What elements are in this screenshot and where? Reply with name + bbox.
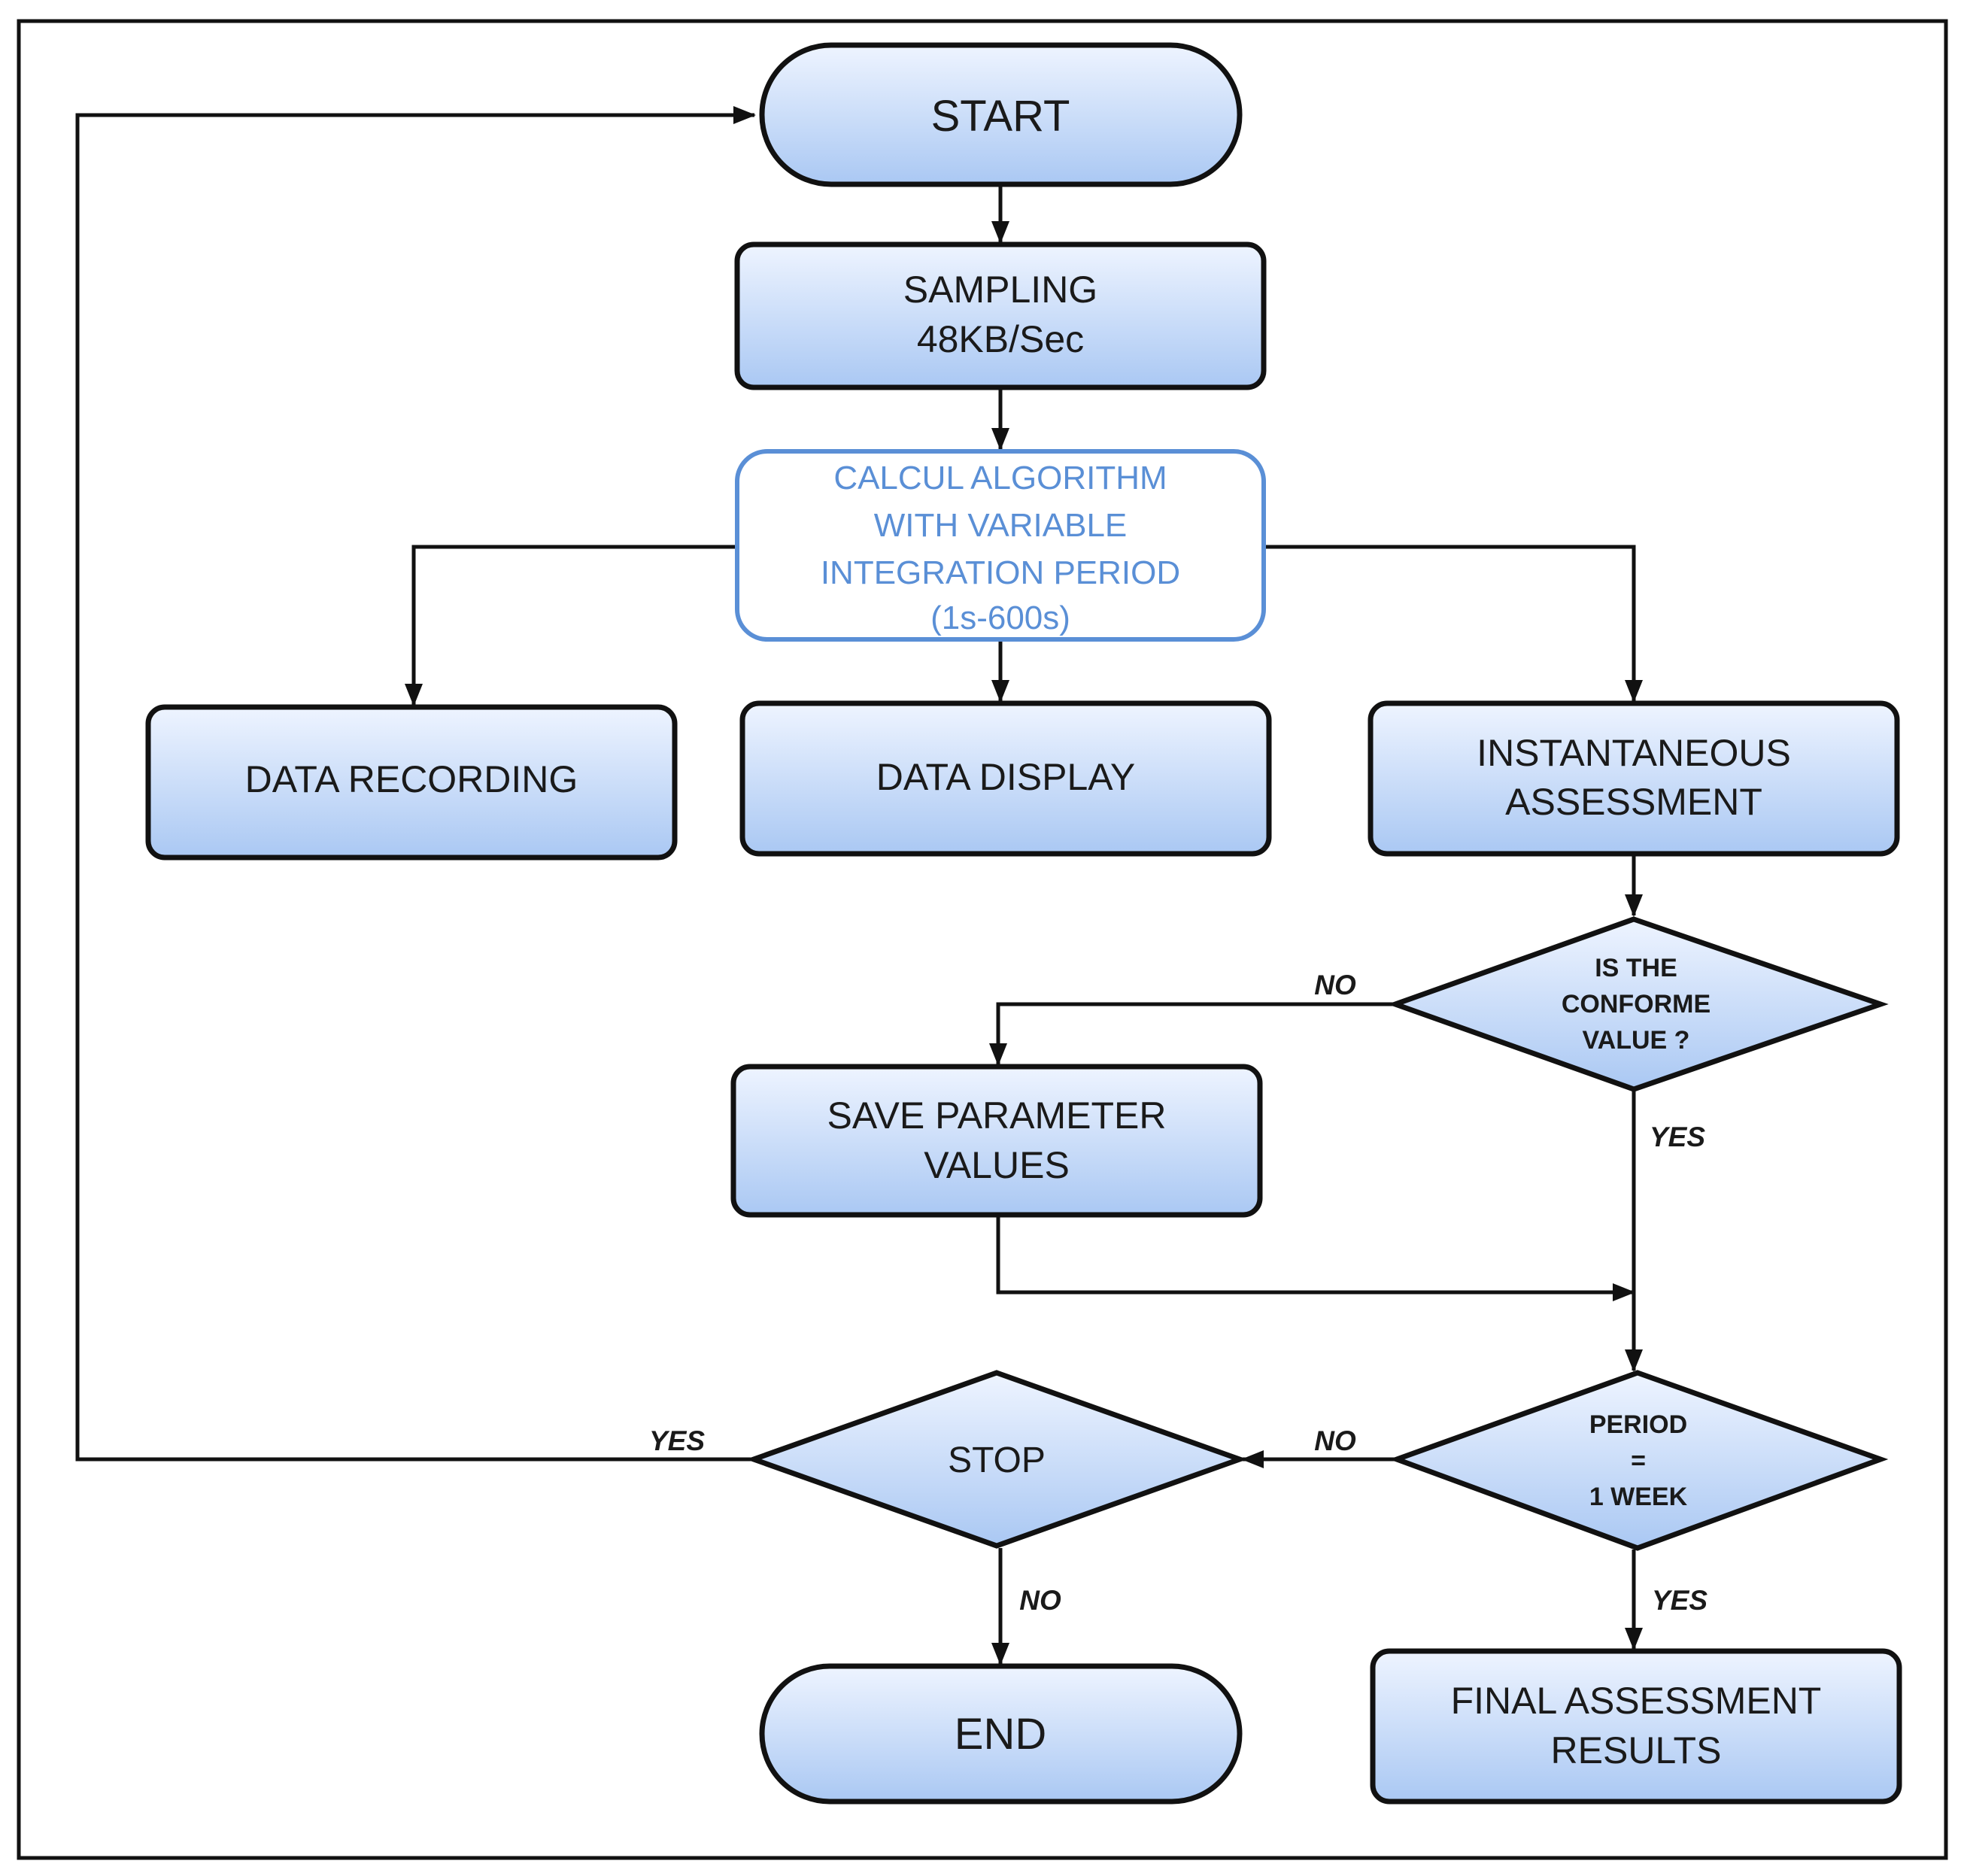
conforme-line-2: CONFORME [1562,990,1711,1018]
calcul-algorithm-node: CALCUL ALGORITHM WITH VARIABLE INTEGRATI… [735,449,1266,642]
final-line-1: FINAL ASSESSMENT [1451,1680,1822,1722]
period-line-3: 1 WEEK [1589,1483,1688,1511]
end-node: END [759,1663,1243,1805]
calcul-line-2: WITH VARIABLE [874,507,1128,544]
data-display-label: DATA DISPLAY [876,756,1136,798]
conforme-yes-label: YES [1650,1122,1705,1152]
conforme-no-label: NO [1314,970,1356,1000]
conforme-line-1: IS THE [1595,954,1677,982]
period-line-1: PERIOD [1589,1410,1687,1439]
sampling-node: SAMPLING 48KB/Sec [734,241,1267,390]
conforme-decision-node: IS THE CONFORME VALUE ? [1387,916,1889,1092]
connector-calcul-instantaneous [1264,545,1643,703]
data-display-node: DATA DISPLAY [739,700,1272,857]
connector-stop-start-loop [75,106,756,1462]
start-node: START [759,42,1243,187]
sampling-rate-label: 48KB/Sec [917,318,1084,360]
data-recording-node: DATA RECORDING [145,704,678,861]
stop-decision-node: STOP [745,1370,1248,1549]
start-label: START [931,92,1070,141]
save-parameter-line-2: VALUES [924,1144,1070,1186]
period-decision-node: PERIOD = 1 WEEK [1389,1370,1889,1551]
period-yes-label: YES [1652,1585,1707,1616]
stop-no-label: NO [1019,1585,1061,1616]
sampling-label: SAMPLING [903,269,1097,311]
connector-save-merge [996,1215,1635,1301]
connector-conforme-save [989,1002,1395,1066]
calcul-line-4: (1s-600s) [930,600,1070,636]
period-line-2: = [1631,1446,1646,1475]
instantaneous-assessment-node: INSTANTANEOUS ASSESSMENT [1368,700,1900,857]
connectors [75,106,1643,1665]
instantaneous-line-2: ASSESSMENT [1505,781,1762,823]
save-parameter-node: SAVE PARAMETER VALUES [730,1064,1263,1218]
period-no-label: NO [1314,1425,1356,1456]
stop-label: STOP [948,1440,1046,1480]
save-parameter-line-1: SAVE PARAMETER [827,1094,1166,1137]
connector-calcul-recording [405,545,737,706]
end-label: END [955,1710,1046,1759]
final-assessment-node: FINAL ASSESSMENT RESULTS [1370,1648,1902,1805]
final-line-2: RESULTS [1551,1729,1722,1771]
stop-yes-label: YES [649,1425,705,1456]
conforme-line-3: VALUE ? [1583,1026,1690,1055]
data-recording-label: DATA RECORDING [245,758,578,800]
instantaneous-line-1: INSTANTANEOUS [1477,732,1791,774]
calcul-line-1: CALCUL ALGORITHM [833,460,1167,496]
outer-frame [17,19,1948,1860]
calcul-line-3: INTEGRATION PERIOD [821,554,1180,591]
